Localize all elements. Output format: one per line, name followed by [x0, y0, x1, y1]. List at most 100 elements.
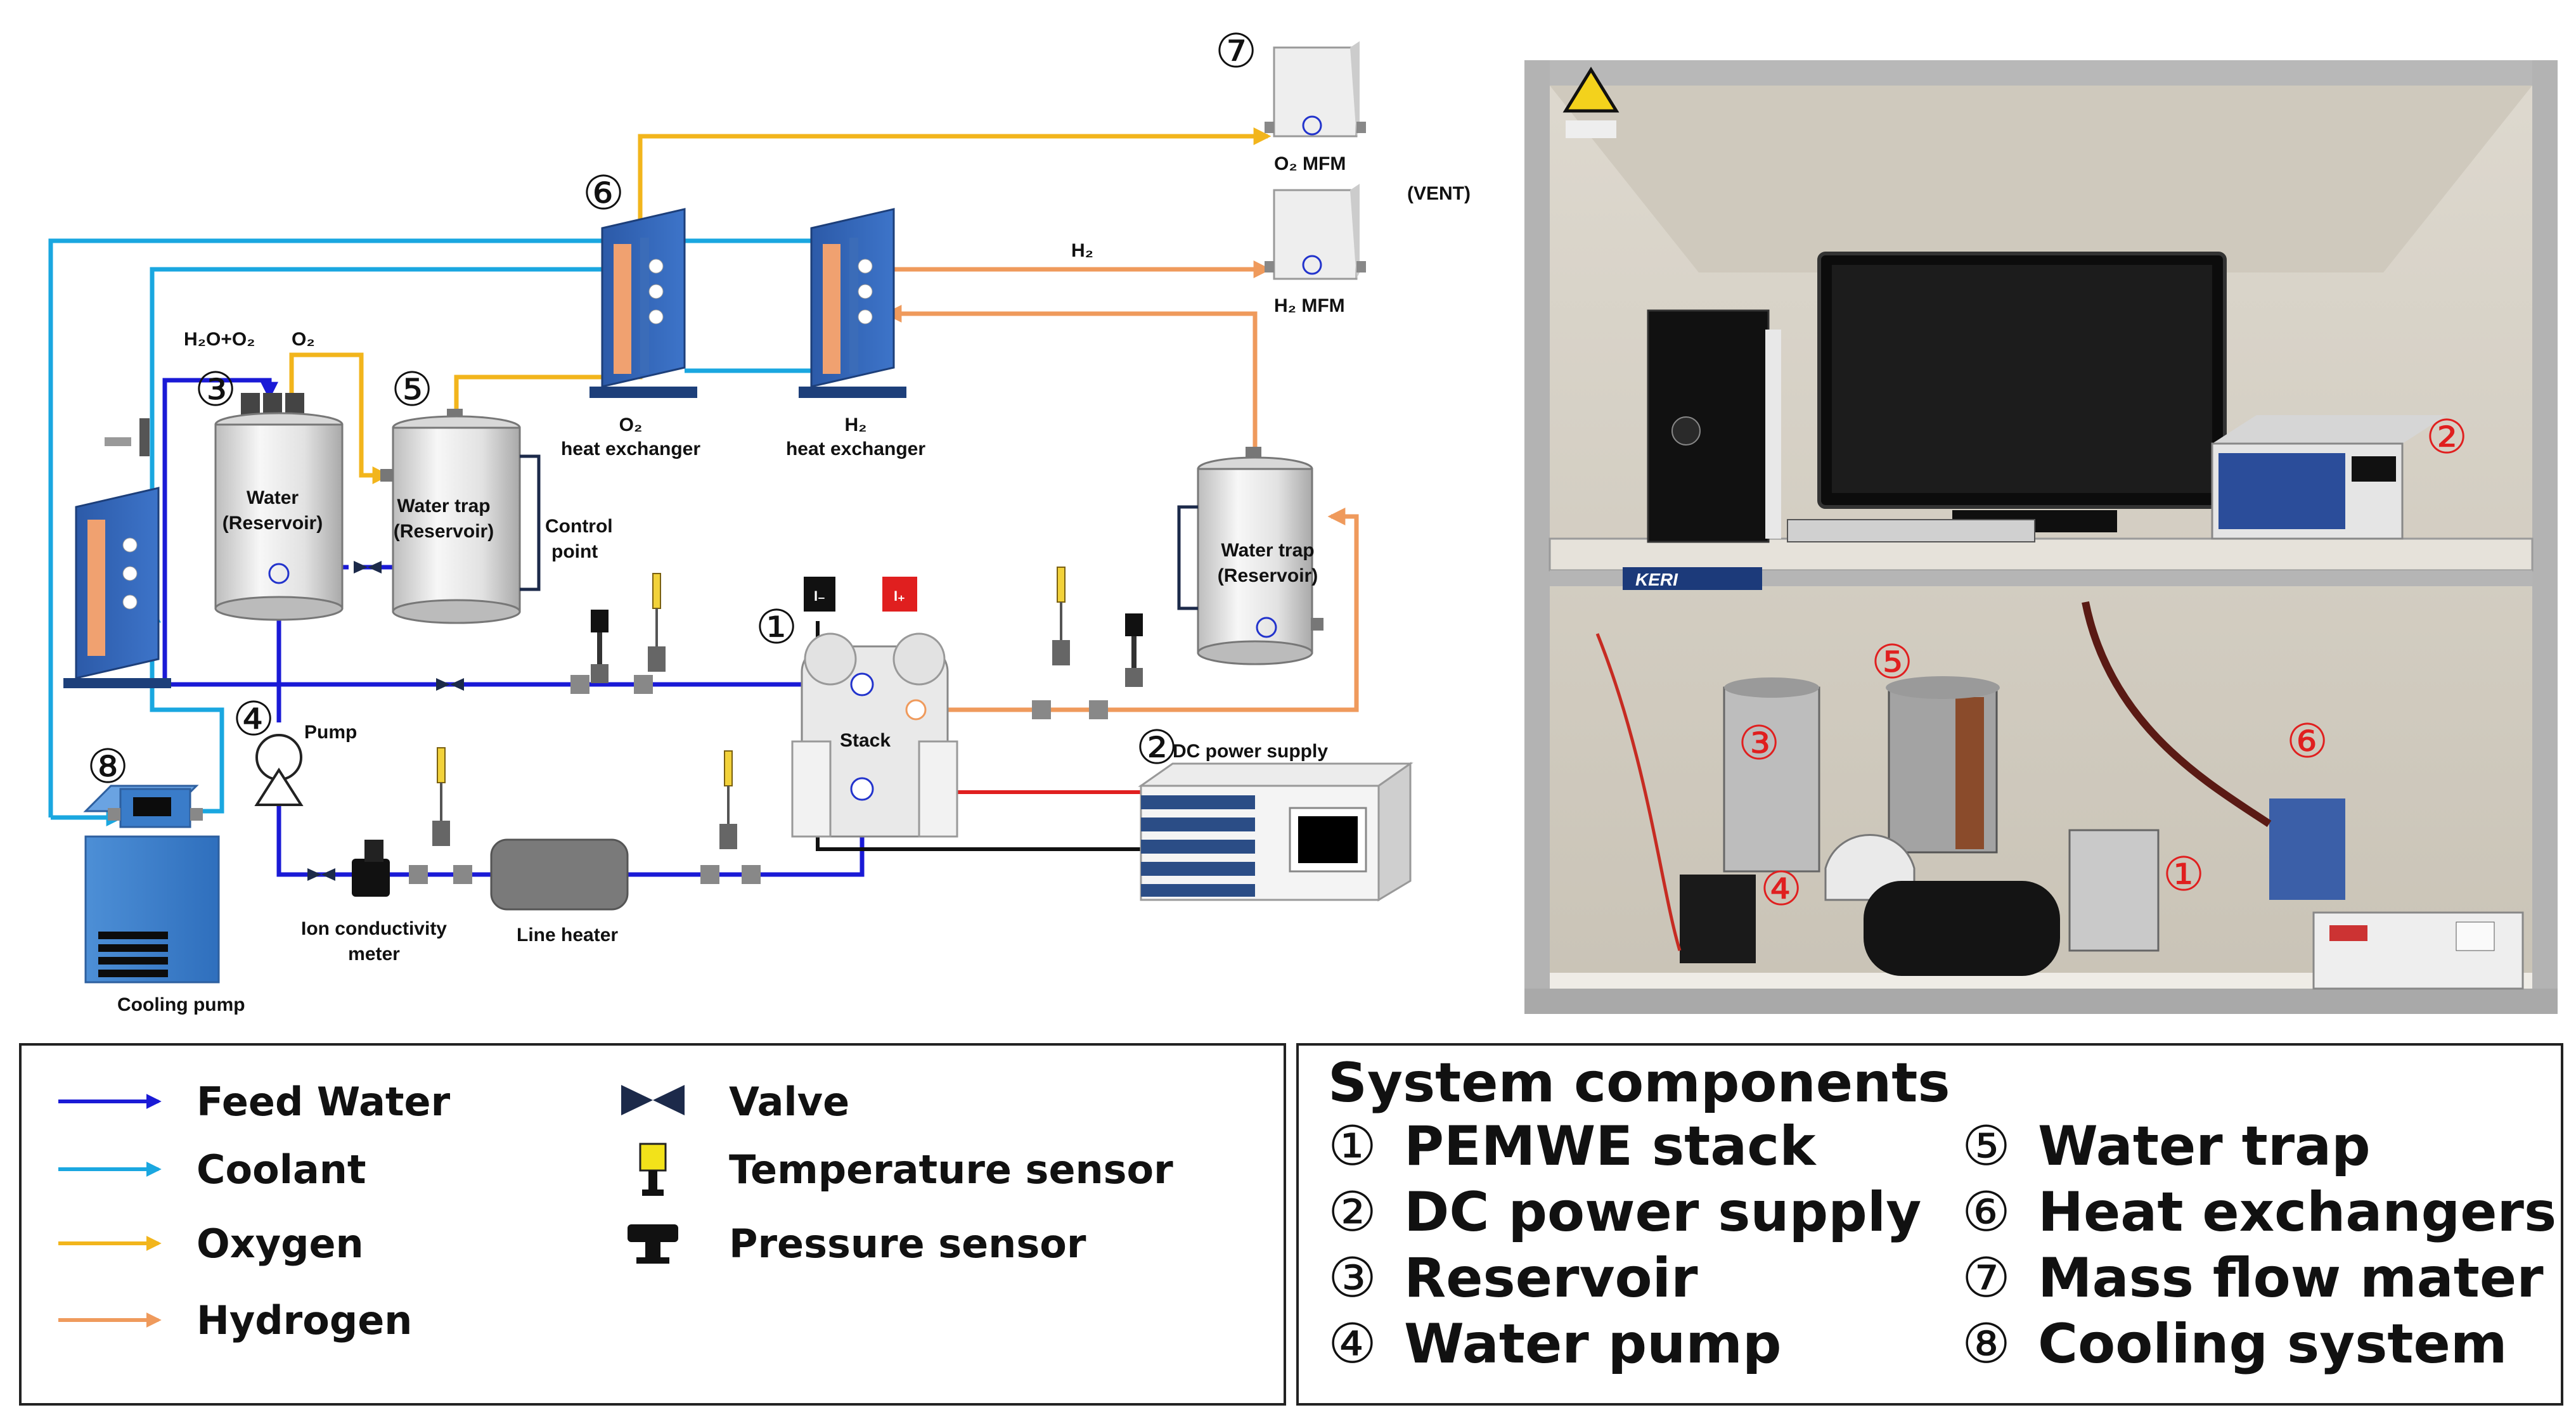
control-point-label-line1: Control: [545, 516, 613, 537]
cooling-pump: [83, 785, 220, 984]
legend-coolant: Coolant: [196, 1146, 366, 1193]
water-trap-1: [380, 409, 541, 624]
components-title: System components: [1328, 1051, 1950, 1115]
diagram-badges: ⑦ ⑥ ③ ⑤ ① ④ ② ⑧: [87, 24, 1257, 794]
ion-meter-label-line2: meter: [348, 944, 400, 965]
component-num: ②: [1328, 1181, 1377, 1244]
components-left-list: ① PEMWE stack ② DC power supply ③ Reserv…: [1328, 1115, 1921, 1376]
dc-power-supply-label: DC power supply: [1173, 741, 1328, 762]
i-plus-label: I₊: [894, 588, 905, 604]
o2-hx-label-line1: O₂: [619, 414, 643, 435]
h2-hx-label-line1: H₂: [845, 414, 867, 435]
legend-symbol-items: Valve Temperature sensor Pressure sensor: [621, 1079, 1173, 1267]
pemwe-stack: [791, 577, 958, 838]
apparatus-photo: KERI: [1524, 60, 2558, 1014]
legend-temperature-sensor: Temperature sensor: [729, 1146, 1173, 1193]
badge-5: ⑤: [391, 362, 433, 417]
cooling-pump-label: Cooling pump: [117, 994, 245, 1015]
photo-badge-4: ④: [1760, 862, 1802, 916]
o2-hx-label-line2: heat exchanger: [561, 439, 700, 459]
water-trap-2-label-line1: Water trap: [1221, 540, 1314, 561]
water-reservoir-label-line1: Water: [247, 487, 299, 508]
component-name: Reservoir: [1404, 1247, 1698, 1310]
component-num: ⑧: [1962, 1312, 2011, 1376]
photo-badges: ① ② ③ ④ ⑤ ⑥: [1738, 410, 2468, 916]
photo-badge-5: ⑤: [1871, 635, 1913, 689]
legend-box: [19, 1043, 1286, 1406]
keri-logo: KERI: [1635, 570, 1678, 589]
components-right-list: ⑤ Water trap ⑥ Heat exchangers ⑦ Mass fl…: [1962, 1115, 2556, 1376]
water-trap-2: [1177, 447, 1323, 665]
water-pump: [254, 734, 304, 806]
valve-icon: [621, 1085, 685, 1115]
component-name: Water trap: [2038, 1115, 2371, 1178]
water-reservoir-label-line2: (Reservoir): [222, 513, 323, 534]
h2o-o2-label: H₂O+O₂: [184, 329, 255, 350]
legend-line-items: Feed Water Coolant Oxygen Hydrogen: [58, 1079, 451, 1343]
o2-mfm-label: O₂ MFM: [1274, 153, 1346, 174]
photo-badge-2: ②: [2426, 410, 2468, 465]
component-num: ⑤: [1962, 1115, 2011, 1178]
ion-meter-label-line1: Ion conductivity: [301, 918, 447, 939]
badge-6: ⑥: [583, 166, 624, 221]
legend-feed-water: Feed Water: [196, 1079, 451, 1125]
component-num: ⑦: [1962, 1247, 2011, 1310]
control-point-label-line2: point: [551, 541, 598, 562]
legend-valve: Valve: [729, 1079, 849, 1125]
component-num: ⑥: [1962, 1181, 2011, 1244]
component-name: Mass flow mater: [2038, 1247, 2544, 1310]
badge-2: ②: [1136, 721, 1178, 775]
diagram-labels: O₂ MFM H₂ MFM (VENT) H₂ H₂O+O₂ O₂ O₂ hea…: [117, 153, 1471, 1015]
h2-line-label: H₂: [1071, 240, 1093, 261]
components-box: [1296, 1043, 2563, 1406]
h2-hx-label-line2: heat exchanger: [786, 439, 925, 459]
badge-7: ⑦: [1215, 24, 1257, 79]
temperature-sensor-icon: [639, 1143, 667, 1196]
current-labels: I₋ I₊: [814, 588, 905, 604]
component-name: Cooling system: [2038, 1312, 2507, 1376]
valve: [307, 868, 335, 881]
component-name: Water pump: [1404, 1312, 1782, 1376]
h2-heat-exchanger: [799, 208, 906, 398]
pressure-sensor-icon: [628, 1224, 678, 1264]
photo-badge-1: ①: [2163, 847, 2205, 902]
cooling-loop-heat-exchanger: [63, 418, 171, 688]
vent-label: (VENT): [1407, 183, 1471, 204]
i-minus-label: I₋: [814, 588, 825, 604]
component-name: DC power supply: [1404, 1181, 1921, 1244]
o2-heat-exchanger: [589, 208, 697, 398]
component-name: PEMWE stack: [1404, 1115, 1817, 1178]
badge-4: ④: [233, 692, 274, 747]
pump-label: Pump: [304, 722, 357, 743]
line-heater-label: Line heater: [517, 925, 618, 946]
legend-hydrogen: Hydrogen: [196, 1297, 412, 1343]
stack-label: Stack: [840, 730, 891, 751]
h2-mfm-label: H₂ MFM: [1274, 295, 1345, 316]
sensors: [409, 567, 1143, 884]
badge-1: ①: [756, 600, 797, 655]
water-trap-2-label-line2: (Reservoir): [1218, 565, 1318, 586]
water-reservoir: [214, 393, 344, 621]
valve: [436, 678, 464, 691]
photo-badge-6: ⑥: [2286, 714, 2328, 769]
water-trap-1-label-line1: Water trap: [397, 496, 490, 516]
valve: [354, 561, 382, 574]
line-heater: [490, 838, 629, 911]
component-name: Heat exchangers: [2038, 1181, 2556, 1244]
legend-oxygen: Oxygen: [196, 1221, 364, 1267]
component-num: ④: [1328, 1312, 1377, 1376]
component-num: ③: [1328, 1247, 1377, 1310]
component-num: ①: [1328, 1115, 1377, 1178]
hydrogen-lines: [884, 260, 1359, 712]
dc-power-supply: [1138, 762, 1414, 902]
legend-pressure-sensor: Pressure sensor: [729, 1221, 1086, 1267]
h2-mfm: [1265, 184, 1366, 280]
badge-8: ⑧: [87, 740, 129, 794]
o2-label: O₂: [292, 329, 315, 350]
badge-3: ③: [195, 362, 236, 417]
ion-conductivity-meter: [352, 840, 390, 897]
o2-mfm: [1265, 41, 1366, 138]
photo-badge-3: ③: [1738, 716, 1780, 771]
water-trap-1-label-line2: (Reservoir): [394, 521, 494, 542]
